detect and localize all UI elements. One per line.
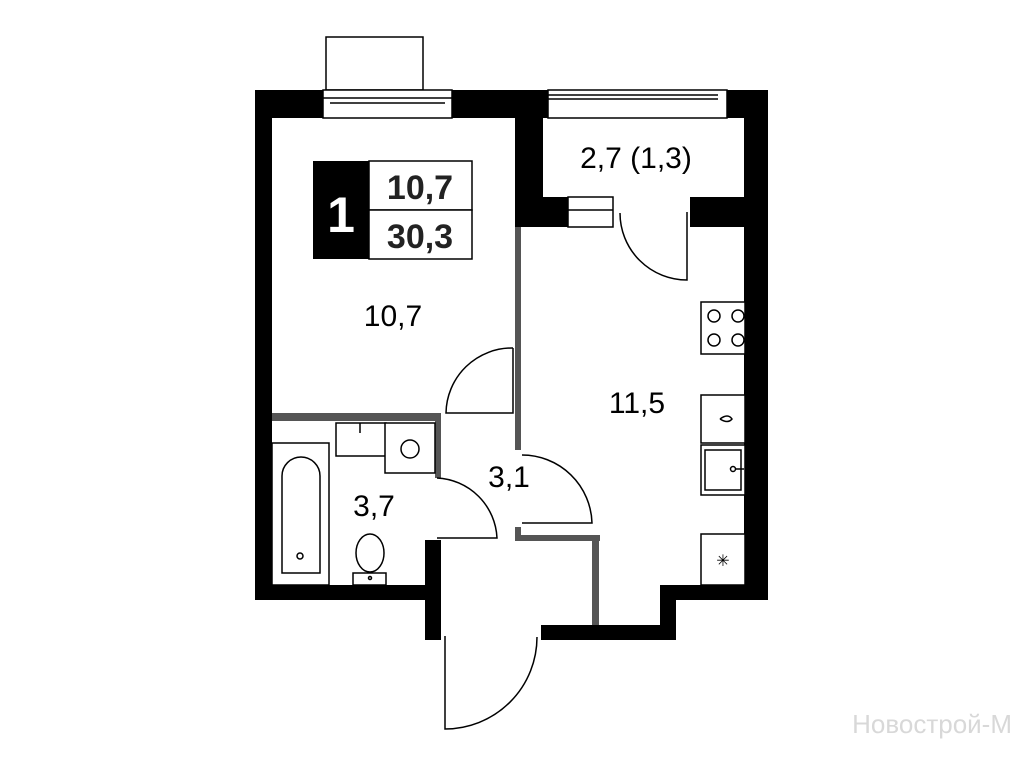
washing-machine-icon (384, 422, 436, 474)
living-room-window (322, 89, 453, 119)
doors (436, 212, 688, 730)
room-area-bathroom: 3,7 (353, 490, 395, 523)
kitchen-sink-icon (700, 444, 746, 496)
bathtub-icon (271, 442, 330, 586)
outer-walls (255, 90, 768, 640)
kitchen-cabinet (700, 394, 746, 444)
rooms-count: 1 (327, 187, 355, 243)
kitchen-window (567, 196, 614, 228)
fridge-icon: ✳ (700, 533, 746, 586)
washbasin-icon (335, 422, 387, 457)
svg-text:✳: ✳ (716, 551, 729, 570)
apartment-badge: 1 10,7 30,3 (313, 160, 473, 260)
room-area-loggia: 2,7 (1,3) (580, 142, 692, 175)
room-area-hallway: 3,1 (488, 461, 530, 494)
kitchen-tap-icon (719, 415, 733, 423)
loggia-window (547, 89, 728, 119)
room-area-living: 10,7 (364, 300, 422, 333)
balcony-box (325, 36, 424, 91)
toilet-icon (352, 533, 387, 586)
total-area: 30,3 (387, 218, 453, 256)
partitions (272, 227, 600, 625)
stove-icon (700, 301, 746, 355)
watermark: Новострой-М (852, 709, 1012, 739)
room-area-kitchen: 11,5 (609, 387, 665, 420)
living-area: 10,7 (387, 169, 453, 207)
